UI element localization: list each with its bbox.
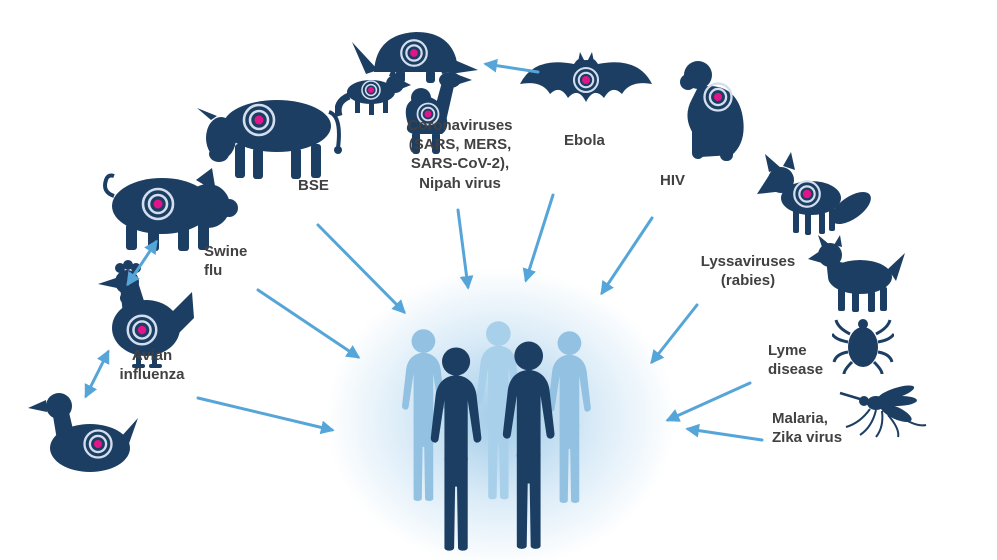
infection-marker [83,429,113,459]
arrow-lyme-to-humans [665,381,752,422]
bat-icon [520,52,652,102]
label-avian-influenza: Avian influenza [119,347,185,384]
infection-marker [126,314,158,346]
tick-icon [832,319,894,374]
label-hiv: HIV [660,172,686,189]
infection-marker [793,180,821,208]
infection-marker [572,66,600,94]
arrow-hiv-to-humans [600,216,654,296]
cow-icon [197,100,342,179]
chimpanzee-icon [680,61,744,161]
infection-marker [416,102,440,126]
infection-marker [400,39,428,67]
label-bse: BSE [298,177,329,194]
human-figures [402,321,591,551]
infection-marker [242,103,276,137]
arrow-ebola-to-humans [522,193,555,283]
label-coronaviruses: Coronaviruses (SARS, MERS, SARS-CoV-2), … [407,117,513,192]
camel-icon [405,65,472,154]
chicken-icon [98,260,194,368]
arrow-swine-to-humans [256,288,361,359]
fox-icon [757,152,871,235]
infection-marker [361,80,381,100]
label-swine-flu: Swine flu [204,243,248,280]
infection-marker [703,82,733,112]
label-lyme-disease: Lyme disease [768,342,824,379]
pangolin-icon [352,32,478,83]
arrow-malaria-to-humans [685,423,764,442]
duck-icon [28,393,138,472]
infection-marker [141,187,175,221]
label-lyssaviruses: Lyssaviruses (rabies) [700,253,796,290]
label-malaria-zika: Malaria, Zika virus [772,410,843,447]
mosquito-icon [839,385,927,438]
dog-icon [808,235,905,312]
arrow-avian-to-humans [196,396,335,435]
background-figure [548,331,591,504]
label-ebola: Ebola [564,132,605,149]
